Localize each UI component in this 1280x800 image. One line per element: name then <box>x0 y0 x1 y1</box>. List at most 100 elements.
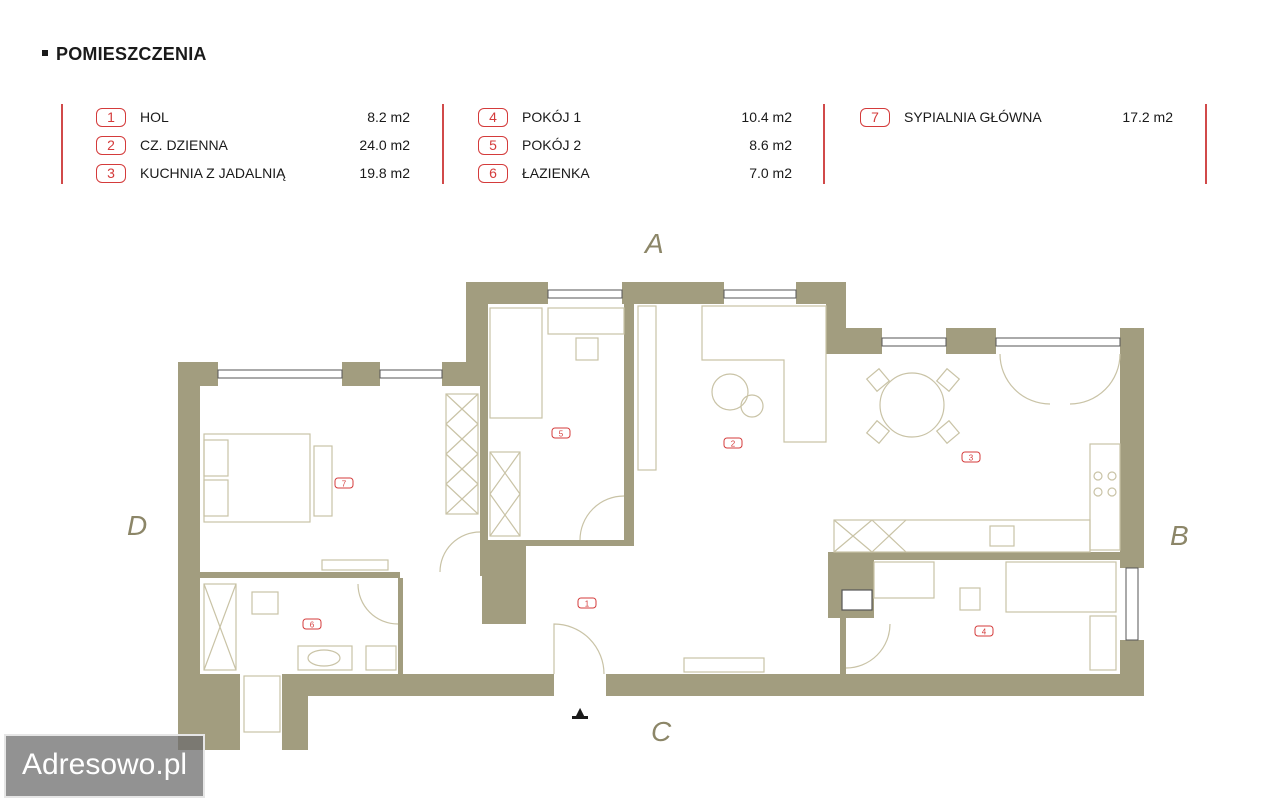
bed <box>203 433 311 523</box>
room-area: 17.2 m2 <box>1122 109 1173 125</box>
washbasin <box>307 649 341 667</box>
room-tag-5: 5 <box>551 427 571 439</box>
cabinet <box>365 645 397 671</box>
wall-segment <box>282 674 554 696</box>
legend-heading-text: POMIESZCZENIA <box>56 44 207 64</box>
door-swing <box>845 623 891 669</box>
door-swing <box>357 583 399 625</box>
bed <box>489 307 543 419</box>
room-area: 10.4 m2 <box>741 109 792 125</box>
wardrobe-hatch <box>445 393 479 515</box>
window <box>995 337 1121 347</box>
svg-text:3: 3 <box>969 454 974 463</box>
compass-south-label: C <box>651 716 672 747</box>
oven <box>841 589 873 611</box>
desk <box>547 307 625 335</box>
room-area: 8.6 m2 <box>749 137 792 153</box>
room-name: POKÓJ 1 <box>522 109 582 125</box>
room-number-badge: 2 <box>96 135 126 155</box>
shelf <box>637 305 657 471</box>
dining-chair <box>865 419 891 445</box>
wall-segment <box>466 282 548 304</box>
room-name: POKÓJ 2 <box>522 137 582 153</box>
wall-segment <box>946 328 996 354</box>
room-tag-1: 1 <box>577 597 597 609</box>
dining-chair <box>935 419 961 445</box>
legend-heading: POMIESZCZENIA <box>42 44 207 65</box>
legend-column-3: 7 SYPIALNIA GŁÓWNA 17.2 m2 <box>860 104 1173 184</box>
room-area: 24.0 m2 <box>359 137 410 153</box>
wall-segment <box>342 362 380 386</box>
room-number-badge: 4 <box>478 107 508 127</box>
watermark-text: Adresowo.pl <box>21 748 188 781</box>
pillow <box>203 439 229 477</box>
radiator <box>321 559 389 571</box>
wall-segment <box>840 618 846 674</box>
shower-hatch <box>203 583 237 671</box>
wardrobe-hatch <box>489 451 521 537</box>
room-number-badge: 5 <box>478 135 508 155</box>
toilet <box>251 591 279 615</box>
room-area: 8.2 m2 <box>367 109 410 125</box>
wall-segment <box>466 282 488 386</box>
bullet-icon <box>42 50 48 57</box>
room-name: SYPIALNIA GŁÓWNA <box>904 109 1042 125</box>
wall-segment <box>874 552 1122 560</box>
wall-segment <box>178 362 200 750</box>
wardrobe <box>873 561 935 599</box>
dining-table <box>879 372 945 438</box>
burner <box>1093 471 1103 481</box>
legend-item-pokoj-1: 4 POKÓJ 1 10.4 m2 <box>478 106 792 128</box>
wall-segment <box>488 540 628 546</box>
legend-item-cz-dzienna: 2 CZ. DZIENNA 24.0 m2 <box>96 134 410 156</box>
window <box>881 337 947 347</box>
wall-segment <box>1120 328 1144 568</box>
entrance-door-swing <box>553 623 605 675</box>
bench <box>313 445 333 517</box>
svg-text:5: 5 <box>559 430 564 439</box>
legend-item-pokoj-2: 5 POKÓJ 2 8.6 m2 <box>478 134 792 156</box>
side-table <box>740 394 764 418</box>
wall-segment <box>480 386 488 576</box>
room-tag-7: 7 <box>334 477 354 489</box>
svg-text:4: 4 <box>982 628 987 637</box>
chair <box>959 587 981 611</box>
svg-text:7: 7 <box>342 480 347 489</box>
room-name: KUCHNIA Z JADALNIĄ <box>140 165 286 181</box>
door-swing <box>439 531 481 573</box>
compass-north-label: A <box>645 228 664 259</box>
wall-segment <box>826 328 882 354</box>
nightstand <box>1089 615 1117 671</box>
laundry-niche <box>243 675 281 733</box>
dining-chair <box>935 367 961 393</box>
bed <box>1005 561 1117 613</box>
legend-item-lazienka: 6 ŁAZIENKA 7.0 m2 <box>478 162 792 184</box>
counter <box>1089 443 1121 551</box>
window <box>217 369 343 379</box>
wall-segment <box>200 572 400 578</box>
bathtub-sink <box>297 645 353 671</box>
wall-segment <box>622 282 724 304</box>
compass-west-label: D <box>127 510 148 541</box>
wardrobe <box>489 451 521 537</box>
room-number-badge: 6 <box>478 163 508 183</box>
room-number-badge: 1 <box>96 107 126 127</box>
room-name: ŁAZIENKA <box>522 165 590 181</box>
windows <box>217 289 1139 641</box>
dining-chair <box>865 367 891 393</box>
entrance-arrow-icon: ▲ <box>573 703 587 719</box>
cabinet-hatch <box>833 519 907 553</box>
wall-segment <box>1120 640 1144 696</box>
window <box>1125 567 1139 641</box>
watermark-logo: Adresowo.pl <box>4 734 205 798</box>
corner-sofa <box>701 305 827 443</box>
room-area: 19.8 m2 <box>359 165 410 181</box>
window <box>547 289 623 299</box>
wardrobe <box>445 393 479 515</box>
room-tags: 1 2 3 4 5 6 7 <box>302 427 994 637</box>
entrance-marker-base <box>572 716 588 719</box>
room-tag-4: 4 <box>974 625 994 637</box>
balcony-door-swing <box>1069 353 1121 405</box>
room-tag-3: 3 <box>961 451 981 463</box>
